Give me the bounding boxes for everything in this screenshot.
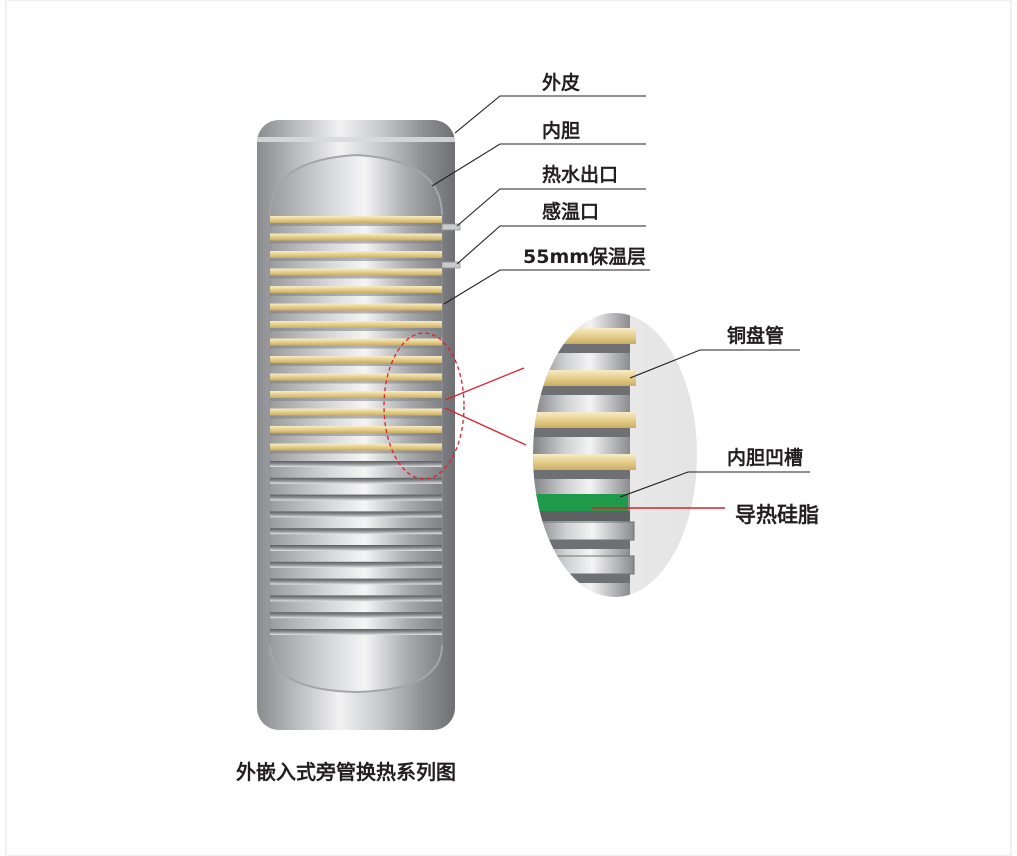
- zoom-groove-shadow: [530, 511, 630, 521]
- zoom-connector-top: [445, 368, 524, 400]
- zoom-groove-shadow: [530, 470, 630, 479]
- label-inner-tank-groove: 内胆凹槽: [727, 449, 803, 468]
- copper-coil-wrap: [270, 409, 442, 416]
- zoom-empty-groove: [530, 556, 634, 574]
- zoom-empty-groove: [530, 522, 634, 540]
- zoom-detail: [530, 310, 697, 600]
- tank-top-seam: [257, 137, 455, 142]
- coil-shadow: [270, 398, 442, 401]
- inner-tank-groove: [270, 528, 442, 534]
- coil-shadow: [270, 258, 442, 261]
- inner-tank-groove: [270, 478, 442, 484]
- zoom-copper-coil: [530, 412, 636, 428]
- copper-coil-wrap: [270, 356, 442, 363]
- temp-sensor-port: [442, 262, 460, 268]
- page-border: [6, 0, 1011, 856]
- copper-coil-wrap: [270, 216, 442, 223]
- label-temp-sensor-port: 感温口: [542, 203, 599, 222]
- copper-coil-wrap: [270, 426, 442, 433]
- copper-coil-wrap: [270, 269, 442, 276]
- copper-coil-wrap: [270, 251, 442, 258]
- zoom-copper-coil: [530, 370, 636, 386]
- copper-coil-wrap: [270, 234, 442, 241]
- copper-coil-wrap: [270, 444, 442, 451]
- hot-water-outlet-port: [442, 224, 460, 230]
- coil-shadow: [270, 311, 442, 314]
- coil-shadow: [270, 328, 442, 331]
- zoom-copper-coil: [530, 454, 636, 470]
- coil-shadow: [270, 276, 442, 279]
- coil-shadow: [270, 346, 442, 349]
- zoom-copper-coil: [530, 328, 636, 344]
- coil-shadow: [270, 293, 442, 296]
- inner-tank-groove: [270, 562, 442, 568]
- inner-tank-groove: [270, 595, 442, 601]
- label-thermal-grease: 导热硅脂: [735, 505, 819, 526]
- inner-tank-groove: [270, 511, 442, 517]
- copper-coil-wrap: [270, 391, 442, 398]
- copper-coil-wrap: [270, 339, 442, 346]
- copper-coil-wrap: [270, 304, 442, 311]
- inner-tank-groove: [270, 495, 442, 501]
- zoom-groove-shadow: [530, 574, 630, 583]
- zoom-connector-bottom: [445, 408, 526, 445]
- inner-tank-groove: [270, 461, 442, 467]
- inner-tank-groove: [270, 545, 442, 551]
- inner-tank-groove: [270, 629, 442, 635]
- coil-shadow: [270, 433, 442, 436]
- label-outer-skin: 外皮: [542, 74, 580, 93]
- label-hot-water-outlet: 热水出口: [542, 166, 618, 185]
- zoom-groove-shadow: [530, 344, 630, 353]
- coil-shadow: [270, 416, 442, 419]
- coil-shadow: [270, 381, 442, 384]
- copper-coil-wrap: [270, 286, 442, 293]
- coil-shadow: [270, 241, 442, 244]
- leader-insulation: [444, 270, 650, 304]
- label-insulation: 55mm保温层: [523, 248, 646, 267]
- water-tank: [257, 120, 460, 730]
- zoom-groove-shadow: [530, 540, 630, 549]
- label-inner-tank: 内胆: [542, 122, 580, 141]
- coil-shadow: [270, 363, 442, 366]
- copper-coil-wrap: [270, 321, 442, 328]
- inner-tank-groove: [270, 612, 442, 618]
- coil-shadow: [270, 223, 442, 226]
- zoom-groove-shadow: [530, 428, 630, 437]
- zoom-groove-shadow: [530, 386, 630, 395]
- copper-coil-wrap: [270, 374, 442, 381]
- diagram-title: 外嵌入式旁管换热系列图: [236, 762, 456, 782]
- label-copper-coil: 铜盘管: [727, 327, 784, 346]
- coil-shadow: [270, 451, 442, 454]
- inner-tank-groove: [270, 579, 442, 585]
